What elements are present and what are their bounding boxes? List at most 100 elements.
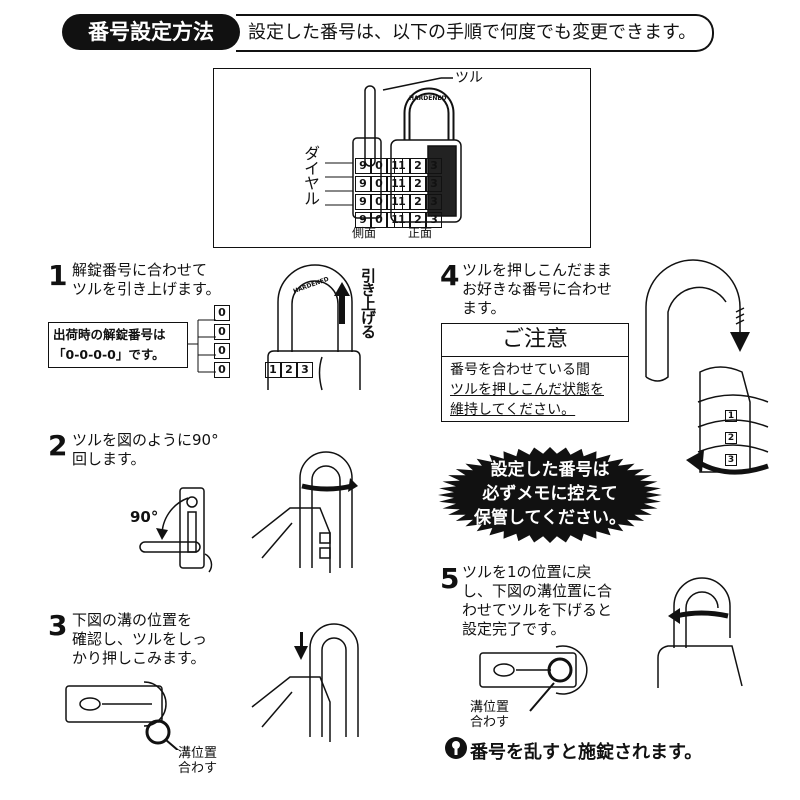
dial-digit: 0 xyxy=(371,194,387,210)
dial-digit: 3 xyxy=(426,212,442,228)
step-3-groove-drawing xyxy=(65,681,180,750)
step-line: 確認し、ツルをしっ xyxy=(72,630,208,648)
warning-line: 保管してください。 xyxy=(474,508,626,528)
step-line: し、下図の溝位置に合 xyxy=(462,582,613,600)
step-1-lock-drawing: HARDENED xyxy=(267,264,361,391)
step-line: わせてツルを下げると xyxy=(462,601,613,619)
rotate-arrow-icon xyxy=(348,478,358,492)
dial-digit: 0 xyxy=(214,305,230,321)
key-icon xyxy=(445,737,467,759)
step-5-lock-drawing xyxy=(657,577,743,688)
front-view-label: 正面 xyxy=(408,226,433,240)
dial-digit: 1 xyxy=(265,362,281,378)
dial-digit: 1 xyxy=(725,410,737,422)
caution-line: 番号を合わせている間 xyxy=(450,362,590,378)
svg-text:HARDENED: HARDENED xyxy=(409,95,446,102)
factory-code-line: 出荷時の解錠番号は xyxy=(53,327,166,342)
groove-label-line: 溝位置 xyxy=(178,746,218,761)
dial-digit: 0 xyxy=(371,176,387,192)
step-5-groove-drawing xyxy=(479,645,588,712)
section-subtitle: 設定した番号は、以下の手順で何度でも変更できます。 xyxy=(236,14,715,52)
warning-line: 設定した番号は xyxy=(490,460,610,480)
dial-digit: 2 xyxy=(410,212,426,228)
dial-digit: 3 xyxy=(426,158,442,174)
shackle-label: ツル xyxy=(455,70,483,86)
footer-note: 番号を乱すと施錠されます。 xyxy=(470,742,703,763)
up-arrow-icon xyxy=(334,282,350,324)
groove-label-line: 溝位置 xyxy=(470,700,510,715)
dial-digit: 3 xyxy=(725,454,737,466)
dial-digit: 0 xyxy=(371,212,387,228)
step-2-number: 2 xyxy=(48,429,68,462)
caution-line: ツルを押しこんだ状態を xyxy=(450,382,604,398)
overview-figure xyxy=(213,68,591,248)
step-line: 解錠番号に合わせて xyxy=(72,261,208,279)
dial-digit: 3 xyxy=(297,362,313,378)
step-4-dials: 1 2 3 xyxy=(725,410,737,466)
groove-label-line: 合わす xyxy=(470,715,510,730)
step-2-lock-drawing xyxy=(251,451,358,573)
warning-line: 必ずメモに控えて xyxy=(482,484,618,504)
dial-digit: 2 xyxy=(281,362,297,378)
caution-box: ご注意 番号を合わせている間 ツルを押しこんだ状態を 維持してください。 xyxy=(441,323,629,422)
dial-digit: 3 xyxy=(426,176,442,192)
dial-digit: 2 xyxy=(725,432,737,444)
step-5-groove-label: 溝位置 合わす xyxy=(470,700,509,730)
warning-starburst xyxy=(438,447,662,543)
bracket-lines xyxy=(188,319,216,373)
dial-digit: 1 xyxy=(394,212,410,228)
angle-label: 90° xyxy=(130,508,159,526)
step-line: ツルを引き上げます。 xyxy=(72,280,221,298)
step-line: 設定完了です。 xyxy=(462,620,566,638)
step-3-groove-label: 溝位置 合わす xyxy=(178,746,217,776)
step-1-text: 解錠番号に合わせて ツルを引き上げます。 xyxy=(72,261,221,299)
dial-digit: 9 xyxy=(355,176,371,192)
factory-code-box: 出荷時の解錠番号は 「0-0-0-0」です。 xyxy=(48,322,188,368)
rotate-arrow-icon xyxy=(686,450,704,472)
dial-digit: 3 xyxy=(426,194,442,210)
down-arrow-icon xyxy=(294,646,308,660)
side-view-label: 側面 xyxy=(352,226,377,240)
dial-digit: 0 xyxy=(214,343,230,359)
warning-text: 設定した番号は 必ずメモに控えて 保管してください。 xyxy=(440,458,660,530)
dial-digit: 9 xyxy=(355,212,371,228)
dial-digit: 9 xyxy=(355,158,371,174)
step-line: ツルを図のように90° xyxy=(72,431,219,449)
dial-digit: 0 xyxy=(371,158,387,174)
step-line: ツルを1の位置に戻 xyxy=(462,563,592,581)
dial-digit: 0 xyxy=(214,362,230,378)
dial-label: ダイヤル xyxy=(301,145,320,205)
starburst-shape xyxy=(438,447,662,543)
step-3-lock-drawing xyxy=(251,623,359,742)
factory-code-line: 「0-0-0-0」です。 xyxy=(53,347,165,362)
section-title: 番号設定方法 xyxy=(62,14,240,50)
dial-digit: 9 xyxy=(355,194,371,210)
dial-digit: 1 xyxy=(394,176,410,192)
dial-digit: 1 xyxy=(394,194,410,210)
rotate-arrow-icon xyxy=(156,528,168,540)
caution-line: 維持してください。 xyxy=(450,402,576,418)
dial-digit: 2 xyxy=(410,158,426,174)
step-5-number: 5 xyxy=(440,562,460,595)
step-4-lock-drawing xyxy=(645,259,769,475)
svg-text:HARDENED: HARDENED xyxy=(292,276,330,295)
dial-digit: 2 xyxy=(410,176,426,192)
step-line: お好きな番号に合わせ xyxy=(462,280,613,298)
caution-title: ご注意 xyxy=(442,324,628,357)
step-3-number: 3 xyxy=(48,609,68,642)
step-4-text: ツルを押しこんだまま お好きな番号に合わせ ます。 xyxy=(462,261,612,318)
step-4-number: 4 xyxy=(440,259,460,292)
step-line: かり押しこみます。 xyxy=(72,649,206,667)
magnifier-icon xyxy=(547,657,573,683)
step-line: 回します。 xyxy=(72,450,146,468)
down-arrow-icon xyxy=(730,332,750,352)
step-line: ます。 xyxy=(462,299,506,317)
step-5-text: ツルを1の位置に戻 し、下図の溝位置に合 わせてツルを下げると 設定完了です。 xyxy=(462,563,612,639)
step-1-number: 1 xyxy=(48,259,68,292)
step-line: ツルを押しこんだまま xyxy=(462,261,612,279)
step-2-text: ツルを図のように90° 回します。 xyxy=(72,431,219,469)
dial-digit: 2 xyxy=(410,194,426,210)
